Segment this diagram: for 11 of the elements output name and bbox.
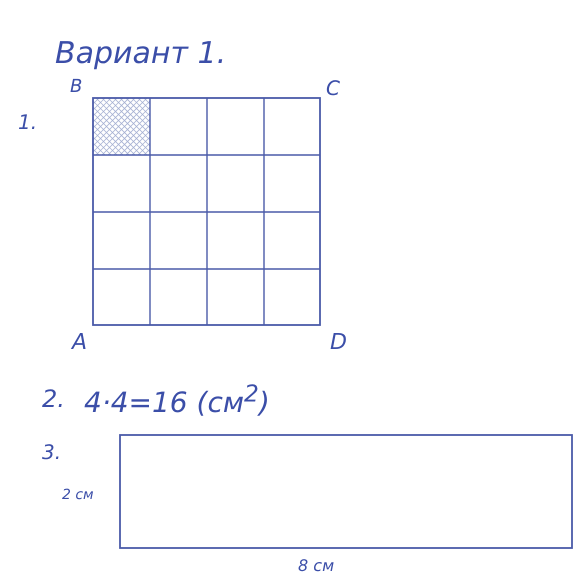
- handwritten-label: A: [72, 330, 88, 355]
- handwritten-label: 2.: [42, 385, 65, 413]
- title: Вариант 1.: [55, 36, 226, 71]
- handwritten-label: B: [70, 76, 82, 97]
- handwritten-label: 3.: [42, 440, 62, 464]
- handwritten-label: C: [326, 76, 340, 100]
- handwritten-label: 1.: [18, 110, 38, 134]
- handwritten-label: 2 см: [62, 487, 94, 503]
- handwritten-label: D: [330, 330, 347, 355]
- handwritten-label: 8 см: [298, 556, 334, 575]
- handwritten-label: 4·4=16 (см$^{2}$): [84, 380, 270, 420]
